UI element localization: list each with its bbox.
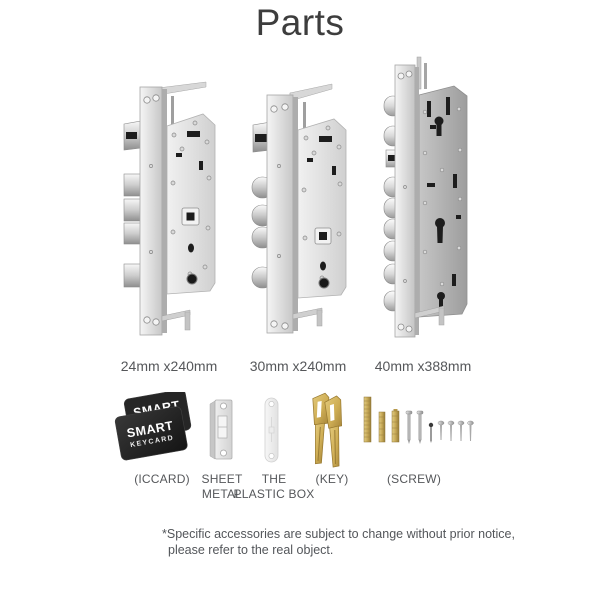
lock-size-label-40mm: 40mm x388mm (374, 358, 472, 374)
key-right (324, 395, 343, 468)
key-left (312, 392, 330, 465)
lock-size-label-24mm: 24mm x240mm (120, 358, 218, 374)
smart-keycard-icon: SMART SMART KEYCARD (114, 392, 192, 461)
accessory-label-key: (KEY) (315, 472, 349, 486)
keycard-front (114, 406, 188, 461)
lock-size-label-30mm: 30mm x240mm (249, 358, 347, 374)
sheet-metal-icon (209, 399, 233, 460)
mortise-lock-40mm-icon (383, 56, 468, 338)
mortise-lock-30mm-icon (251, 83, 347, 334)
disclaimer-line-2: please refer to the real object. (168, 543, 334, 558)
accessory-label-iccard: (ICCARD) (134, 472, 190, 486)
accessory-label-screw: (SCREW) (386, 472, 442, 486)
page-title: Parts (255, 2, 345, 43)
screw-icon (363, 396, 474, 444)
disclaimer-line-1: *Specific accessories are subject to cha… (162, 527, 515, 541)
accessory-label-plastic-box: THE PLASTIC BOX (233, 472, 315, 501)
mortise-lock-24mm-icon (123, 81, 216, 336)
plastic-box-icon (264, 397, 279, 463)
key-icon (312, 392, 343, 468)
accessory-label-sheet-metal: SHEET METAL (201, 472, 243, 501)
disclaimer-note: *Specific accessories are subject to cha… (162, 526, 515, 559)
